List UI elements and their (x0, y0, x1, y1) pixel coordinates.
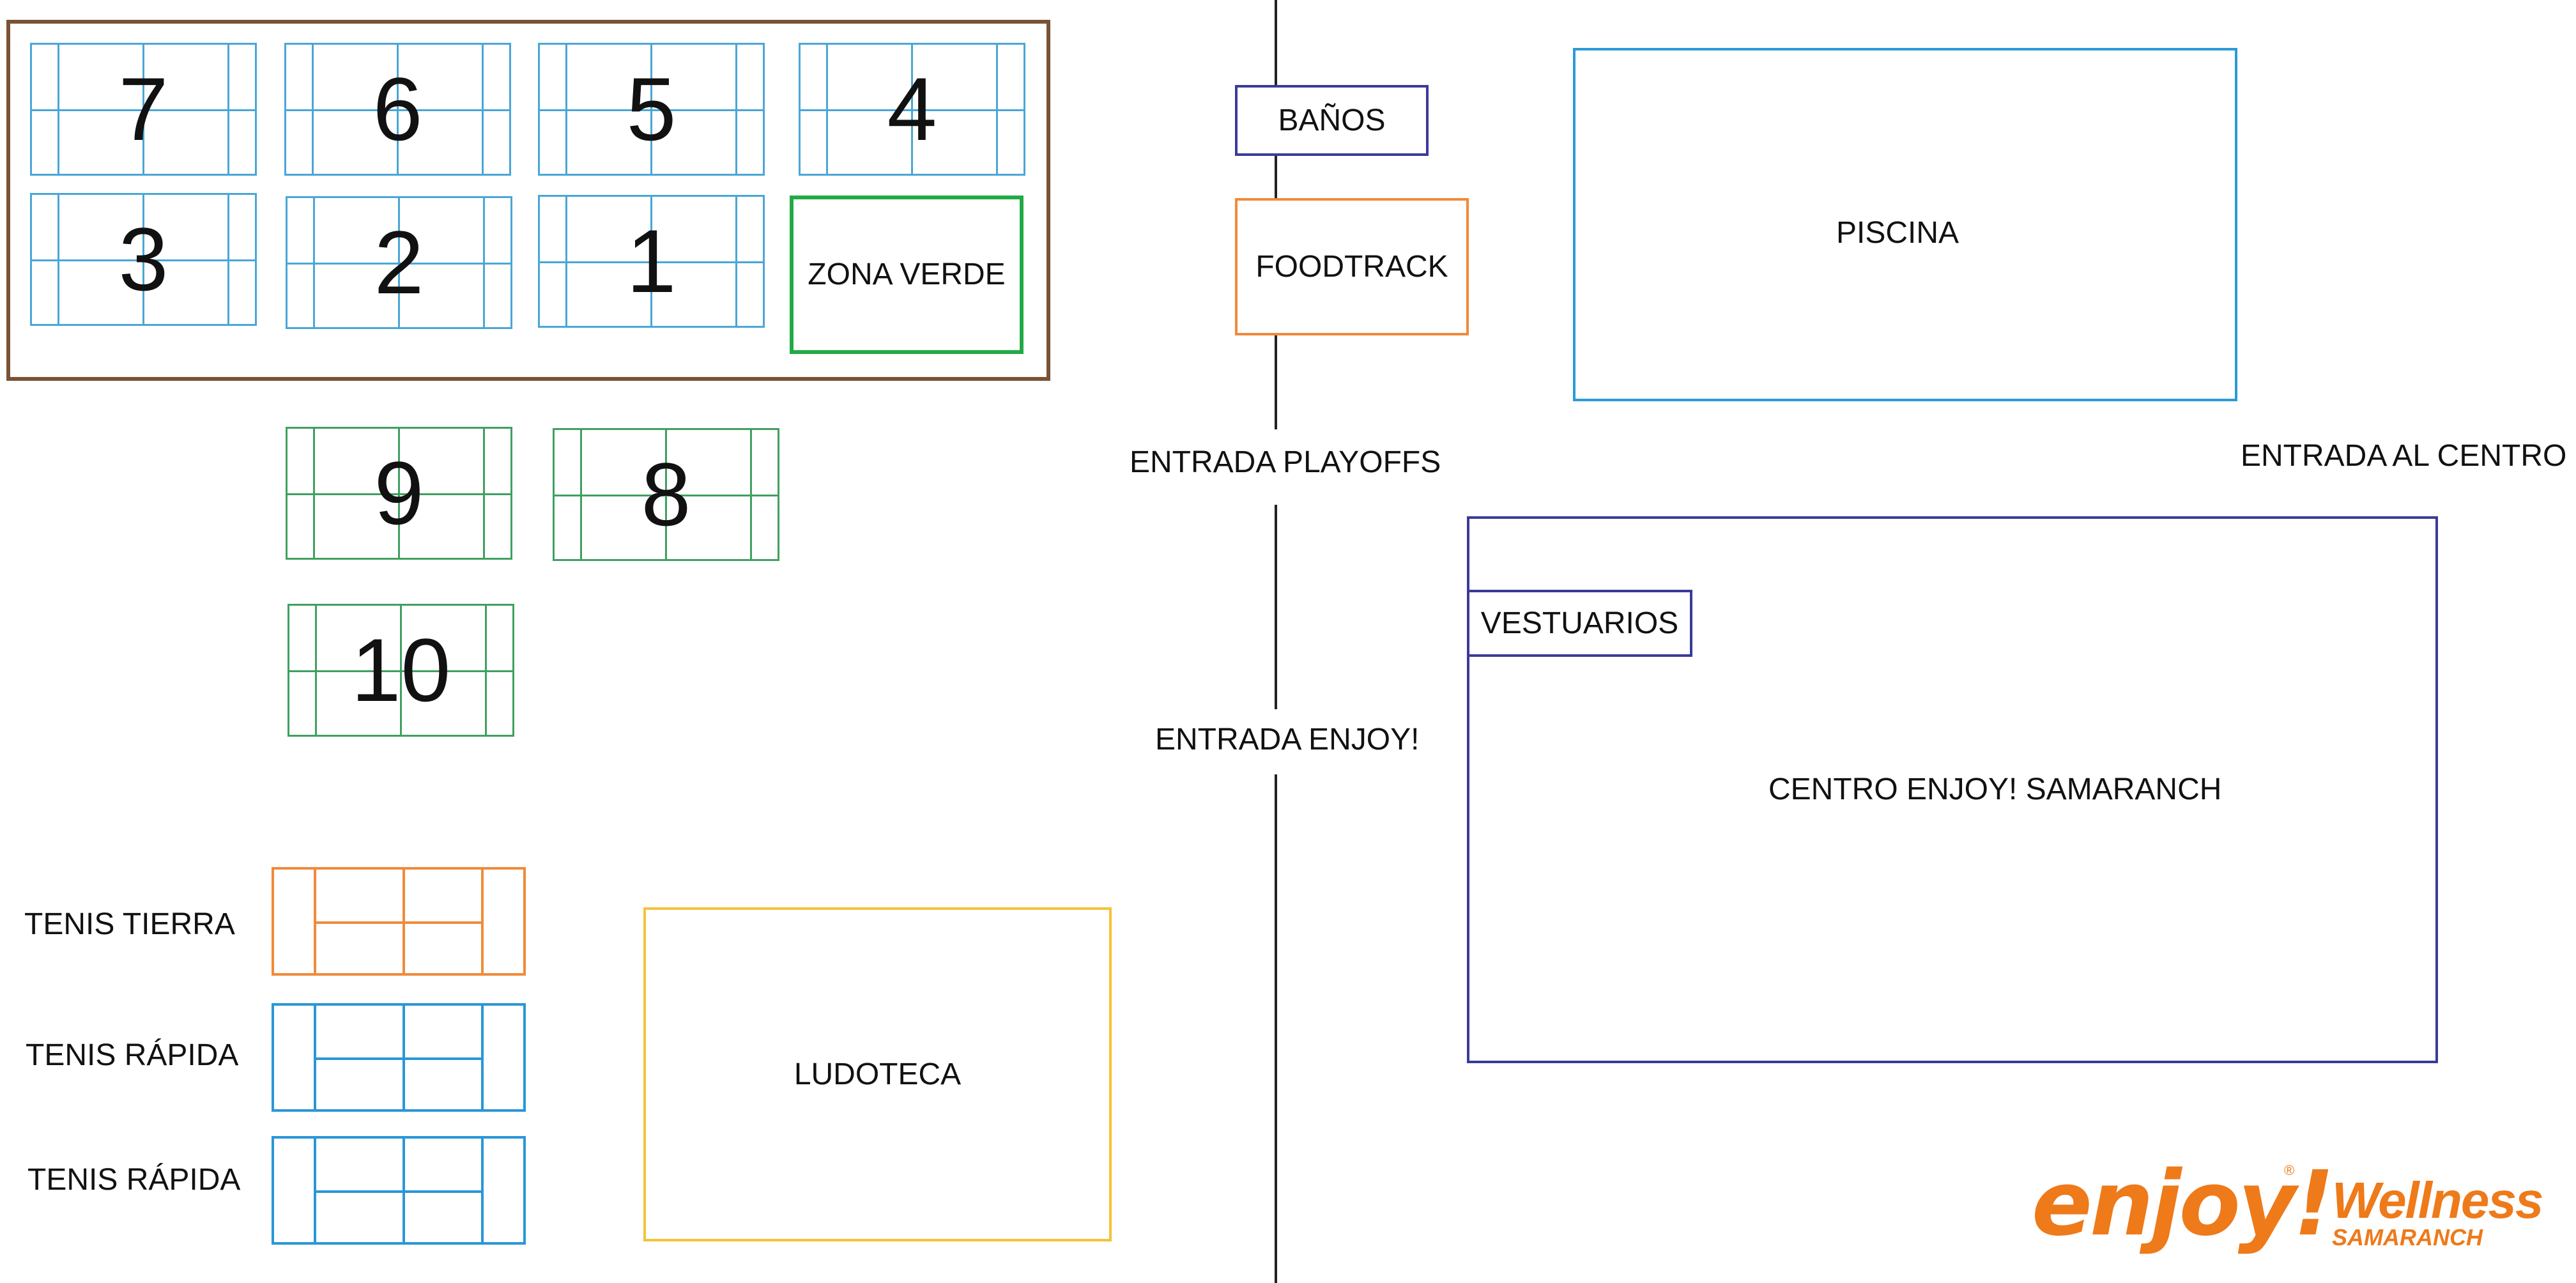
courts-enclosure (6, 20, 1050, 381)
court-5[interactable]: 5 (538, 43, 765, 176)
entrada-centro-label: ENTRADA AL CENTRO (2241, 439, 2567, 473)
court-10[interactable]: 10 (288, 604, 514, 737)
vestuarios-label: VESTUARIOS (1480, 606, 1679, 640)
court-6[interactable]: 6 (284, 43, 511, 176)
entrada-enjoy-label: ENTRADA ENJOY! (1155, 723, 1420, 757)
tenis-rapida-court-2[interactable] (272, 1136, 526, 1245)
ludoteca-label: LUDOTECA (793, 1057, 962, 1091)
vestuarios[interactable]: VESTUARIOS (1467, 590, 1692, 657)
court-number: 10 (351, 620, 451, 720)
court-number: 8 (641, 444, 691, 544)
court-4[interactable]: 4 (799, 43, 1025, 176)
zona-verde[interactable]: ZONA VERDE (790, 196, 1023, 354)
tenis-rapida-label-2: TENIS RÁPIDA (27, 1163, 241, 1197)
foodtrack-label: FOODTRACK (1255, 249, 1448, 284)
court-9[interactable]: 9 (286, 427, 512, 560)
tenis-tierra-court[interactable] (272, 867, 526, 976)
court-number: 7 (118, 59, 169, 159)
piscina[interactable]: PISCINA (1573, 48, 2237, 401)
ludoteca[interactable]: LUDOTECA (643, 907, 1112, 1241)
court-7[interactable]: 7 (30, 43, 257, 176)
banos-label: BAÑOS (1278, 103, 1386, 137)
centro-enjoy-samaranch[interactable]: CENTRO ENJOY! SAMARANCH (1467, 516, 2438, 1063)
foodtrack[interactable]: FOODTRACK (1235, 198, 1469, 335)
court-number: 6 (372, 59, 423, 159)
logo-wellness-text: Wellness (2332, 1172, 2543, 1229)
logo-samaranch-text: SAMARANCH (2332, 1224, 2483, 1250)
logo-registered-mark: ® (2284, 1162, 2295, 1178)
tenis-tierra-label: TENIS TIERRA (24, 907, 235, 941)
court-2[interactable]: 2 (286, 196, 512, 329)
tenis-rapida-label-1: TENIS RÁPIDA (26, 1038, 239, 1072)
court-number: 9 (374, 443, 424, 543)
court-number: 2 (374, 212, 424, 312)
court-8[interactable]: 8 (553, 428, 779, 561)
divider-line-bottom (1275, 774, 1277, 1283)
court-number: 3 (118, 209, 169, 309)
court-number: 5 (626, 59, 677, 159)
court-3[interactable]: 3 (30, 193, 257, 326)
enjoy-wellness-logo: enjoy! ® Wellness SAMARANCH (2032, 1152, 2543, 1262)
entrada-playoffs-label: ENTRADA PLAYOFFS (1130, 445, 1441, 479)
court-number: 4 (887, 59, 937, 159)
banos[interactable]: BAÑOS (1235, 85, 1429, 156)
court-1[interactable]: 1 (538, 195, 765, 328)
zona-verde-label: ZONA VERDE (808, 257, 1006, 291)
centro-label: CENTRO ENJOY! SAMARANCH (1768, 772, 2222, 806)
court-number: 1 (626, 211, 677, 311)
tenis-rapida-court-1[interactable] (272, 1003, 526, 1112)
piscina-label: PISCINA (1836, 216, 1959, 250)
logo-enjoy-text: enjoy! (2032, 1152, 2334, 1256)
divider-line-middle (1275, 505, 1277, 709)
